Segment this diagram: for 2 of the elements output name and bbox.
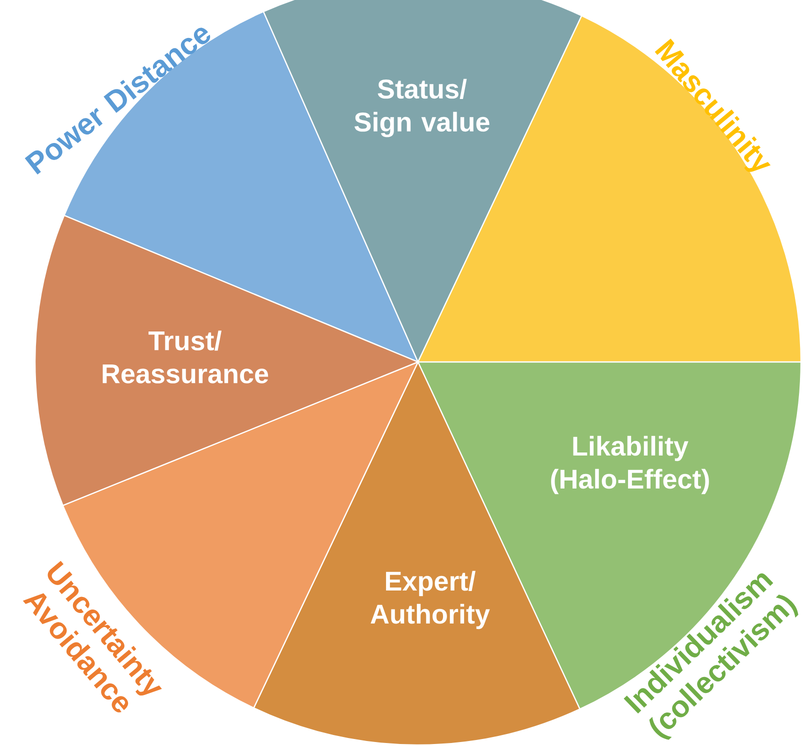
pie-slice: Status/ Sign value xyxy=(262,0,582,363)
pie-slice: Trust/ Reassurance xyxy=(34,214,419,506)
